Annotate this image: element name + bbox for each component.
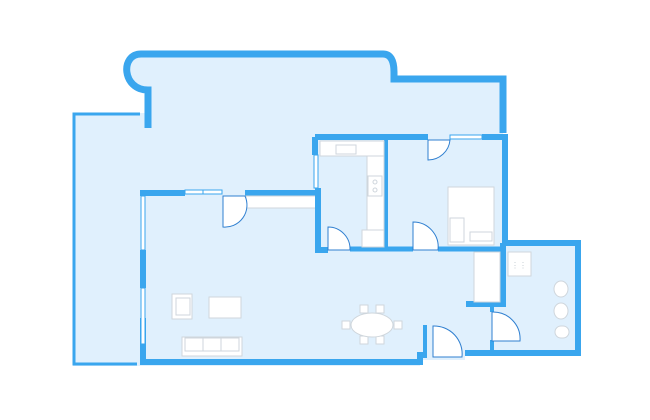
door-living-room	[222, 195, 248, 228]
dining-table	[341, 304, 403, 345]
bed	[447, 186, 495, 246]
balcony-railing	[72, 112, 140, 366]
living-room-windows	[140, 189, 223, 345]
door-bedroom-hall	[412, 221, 439, 251]
door-bathroom	[491, 311, 521, 342]
wardrobe	[473, 251, 501, 303]
doors[interactable]	[222, 139, 521, 358]
door-bedroom-terrace	[427, 139, 451, 161]
shower: ⋮⋮	[507, 251, 532, 277]
door-entrance	[432, 325, 463, 358]
counter	[245, 195, 317, 209]
bedroom-window	[449, 134, 483, 140]
terrace-wall	[123, 50, 507, 133]
stove	[367, 175, 383, 197]
bathroom-walls	[465, 240, 581, 356]
sofa	[181, 336, 243, 357]
coffee-table	[208, 296, 242, 319]
washbasin-icon	[553, 302, 569, 320]
door-kitchen	[327, 226, 351, 251]
toilet-icon	[554, 325, 570, 339]
washbasin-icon	[553, 280, 569, 298]
armchair	[171, 293, 193, 320]
svg-text:⋮⋮: ⋮⋮	[511, 261, 527, 270]
sink	[335, 144, 357, 155]
kitchen-bedroom-walls	[312, 134, 508, 253]
floor-area	[73, 54, 578, 366]
kitchen-counters	[319, 140, 385, 248]
kitchen-window	[313, 154, 319, 189]
